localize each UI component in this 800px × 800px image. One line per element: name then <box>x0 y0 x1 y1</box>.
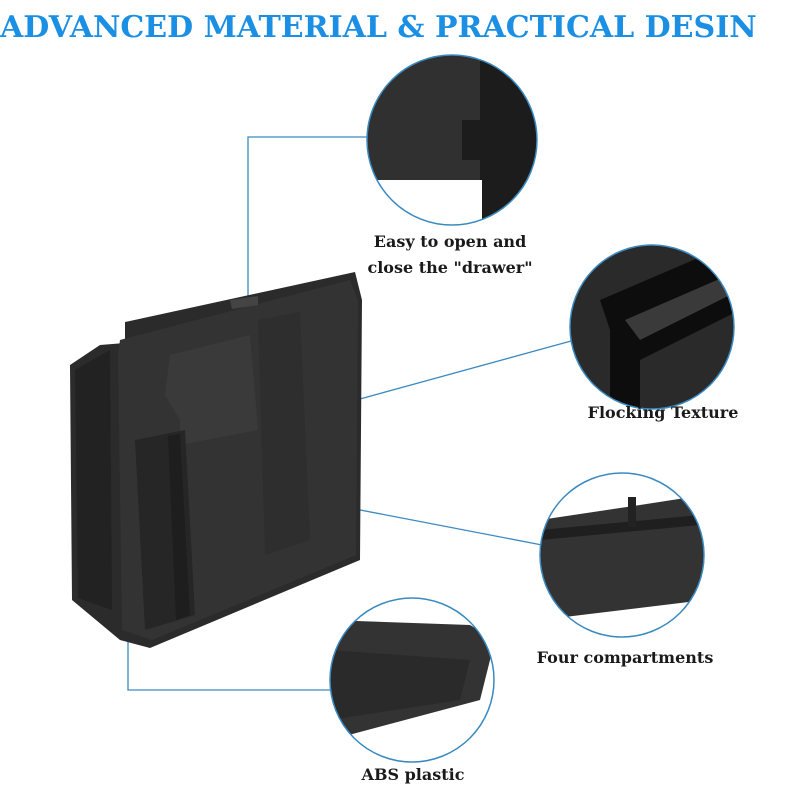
page-title: ADVANCED MATERIAL & PRACTICAL DESIN <box>0 10 757 45</box>
callout-abs: ABS plastic <box>361 765 465 784</box>
callout-drawer-line2: close the "drawer" <box>367 258 533 277</box>
detail-circle-compartments <box>540 473 704 637</box>
detail-circle-drawer <box>367 55 537 225</box>
callout-compartments: Four compartments <box>536 648 714 667</box>
callout-drawer-line1: Easy to open and <box>373 232 527 251</box>
detail-circle-abs <box>330 598 494 762</box>
callout-flocking: Flocking Texture <box>587 403 739 422</box>
organizer-tray <box>70 272 362 648</box>
detail-circle-flocking <box>570 245 734 409</box>
